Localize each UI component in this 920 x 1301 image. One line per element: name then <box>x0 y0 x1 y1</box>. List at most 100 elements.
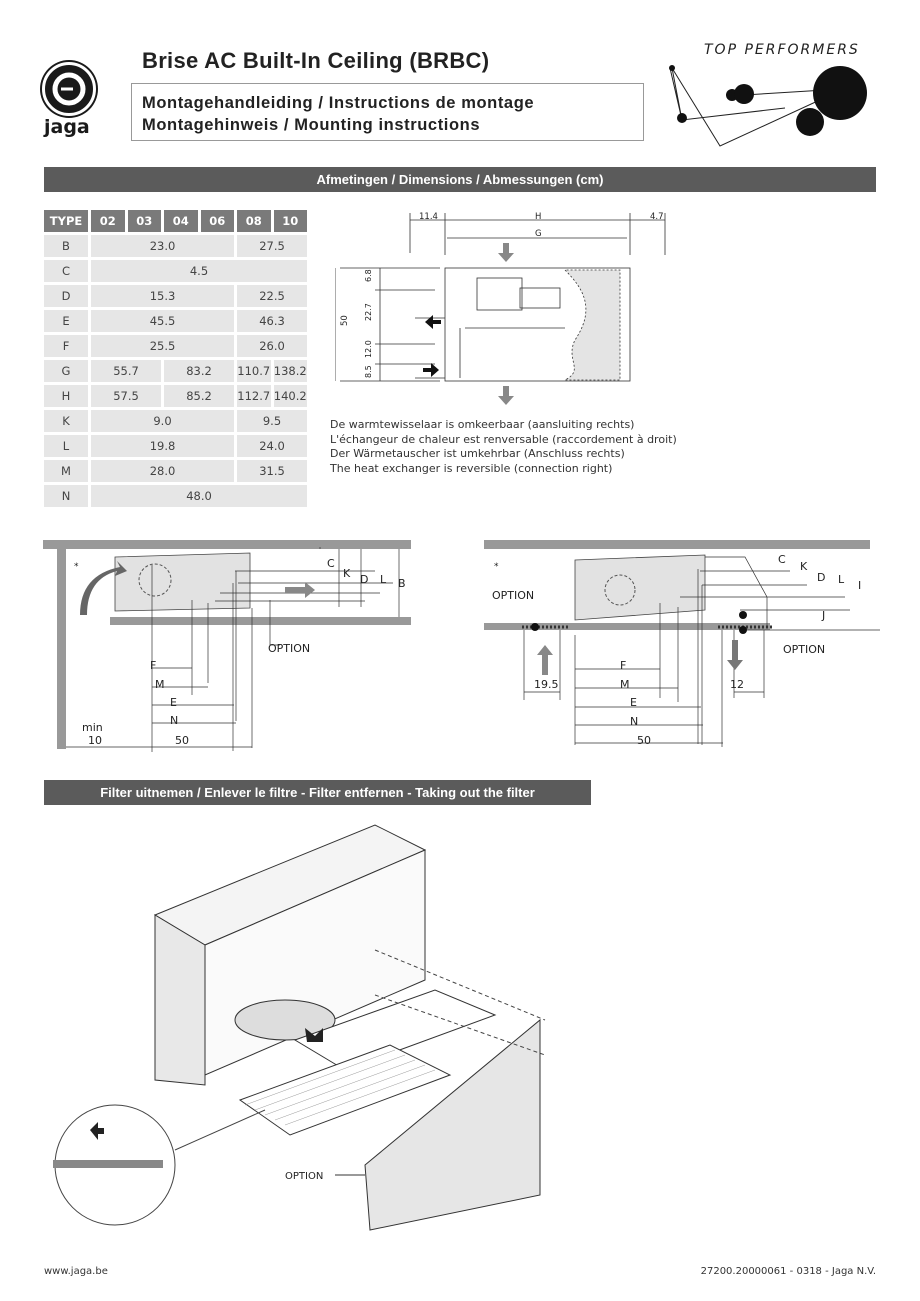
table-cell: 4.5 <box>91 260 307 282</box>
label-12: 12 <box>730 678 744 691</box>
label-n: N <box>630 715 638 728</box>
subtitle-line-1: Montagehandleiding / Instructions de mon… <box>142 94 535 112</box>
dimensions-section-header: Afmetingen / Dimensions / Abmessungen (c… <box>44 167 876 192</box>
label-star: * <box>74 562 79 572</box>
label-f: F <box>620 659 626 672</box>
label-c: C <box>778 553 786 566</box>
dim-22-7: 22.7 <box>364 303 373 321</box>
filter-removal-illustration: OPTION <box>53 824 546 1231</box>
table-cell: 55.7 <box>91 360 161 382</box>
label-k: K <box>800 560 808 573</box>
label-i: I <box>858 579 861 592</box>
label-option: OPTION <box>268 642 310 655</box>
label-m: M <box>155 678 165 691</box>
note-de: Der Wärmetauscher ist umkehrbar (Anschlu… <box>330 447 625 460</box>
table-row-label: H <box>44 385 88 407</box>
label-option-left: OPTION <box>492 589 534 602</box>
table-cell: 9.5 <box>237 410 307 432</box>
label-width-50: 50 <box>637 734 651 747</box>
label-n: N <box>170 714 178 727</box>
reversible-notes: De warmtewisselaar is omkeerbaar (aanslu… <box>330 418 677 476</box>
table-header-col: 08 <box>237 210 271 232</box>
table-row-label: E <box>44 310 88 332</box>
table-header-col: 10 <box>273 210 307 232</box>
label-m: M <box>620 678 630 691</box>
dim-6-8: 6.8 <box>364 269 373 282</box>
dim-50: 50 <box>340 315 350 326</box>
table-header-col: 02 <box>91 210 125 232</box>
logo-text: jaga <box>44 116 90 138</box>
table-cell: 19.8 <box>91 435 234 457</box>
page-title: Brise AC Built-In Ceiling (BRBC) <box>142 48 490 73</box>
table-cell: 46.3 <box>237 310 307 332</box>
table-header-col: 06 <box>200 210 234 232</box>
label-width-50: 50 <box>175 734 189 747</box>
note-fr: L'échangeur de chaleur est renversable (… <box>330 432 677 446</box>
table-row-label: B <box>44 235 88 257</box>
table-header-type: TYPE <box>44 210 88 232</box>
note-en: The heat exchanger is reversible (connec… <box>330 461 613 475</box>
label-l: L <box>838 573 845 586</box>
table-cell: 110.7 <box>237 360 271 382</box>
table-cell: 48.0 <box>91 485 307 507</box>
label-d: D <box>360 573 368 586</box>
label-e: E <box>170 696 177 709</box>
dim-h: H <box>535 212 541 222</box>
table-row-label: L <box>44 435 88 457</box>
note-nl: De warmtewisselaar is omkeerbaar (aanslu… <box>330 418 635 431</box>
label-d: D <box>817 571 825 584</box>
table-cell: 22.5 <box>237 285 307 307</box>
footer-website[interactable]: www.jaga.be <box>44 1266 108 1277</box>
label-j: J <box>821 609 825 622</box>
table-row-label: N <box>44 485 88 507</box>
table-cell: 112.7 <box>237 385 271 407</box>
dim-8-5: 8.5 <box>364 365 373 378</box>
table-cell: 24.0 <box>237 435 307 457</box>
table-row-label: K <box>44 410 88 432</box>
label-19-5: 19.5 <box>534 678 559 691</box>
table-cell: 140.2 <box>273 385 307 407</box>
footer-document-code: 27200.20000061 - 0318 - Jaga N.V. <box>700 1266 876 1277</box>
table-cell: 45.5 <box>91 310 234 332</box>
dim-4-7: 4.7 <box>650 212 664 222</box>
front-view-drawing: 11.4 H 4.7 G 50 6.8 22.7 12.0 8.5 <box>335 212 666 405</box>
table-row-label: M <box>44 460 88 482</box>
table-cell: 26.0 <box>237 335 307 357</box>
label-star: * <box>494 562 499 572</box>
side-view-left: C K D L B OPTION F M E N min 10 50 * <box>43 540 411 752</box>
table-cell: 85.2 <box>164 385 234 407</box>
table-row-label: D <box>44 285 88 307</box>
label-e: E <box>630 696 637 709</box>
label-b: B <box>398 577 406 590</box>
top-performers-badge: TOP PERFORMERS <box>660 38 875 152</box>
subtitle-line-2: Montagehinweis / Mounting instructions <box>142 116 481 134</box>
side-view-right: C K D L I J OPTION OPTION F M E N 19.5 1… <box>484 540 880 747</box>
table-row-label: C <box>44 260 88 282</box>
jaga-logo-icon <box>42 62 96 116</box>
table-cell: 9.0 <box>91 410 234 432</box>
dim-g: G <box>535 229 542 239</box>
label-l: L <box>380 573 387 586</box>
table-cell: 138.2 <box>273 360 307 382</box>
table-row-label: F <box>44 335 88 357</box>
subtitle-box: Montagehandleiding / Instructions de mon… <box>131 83 644 141</box>
label-min: min <box>82 721 103 734</box>
label-k: K <box>343 567 351 580</box>
label-f: F <box>150 659 156 672</box>
filter-option-label: OPTION <box>285 1171 323 1182</box>
table-cell: 31.5 <box>237 460 307 482</box>
table-header-col: 03 <box>127 210 161 232</box>
table-cell: 83.2 <box>164 360 234 382</box>
table-cell: 23.0 <box>91 235 234 257</box>
dim-11-4: 11.4 <box>419 212 438 222</box>
label-option-right: OPTION <box>783 643 825 656</box>
table-row-label: G <box>44 360 88 382</box>
table-cell: 25.5 <box>91 335 234 357</box>
table-header-col: 04 <box>164 210 198 232</box>
badge-text: TOP PERFORMERS <box>704 42 860 58</box>
label-min-value: 10 <box>88 734 102 747</box>
filter-section-header: Filter uitnemen / Enlever le filtre - Fi… <box>44 780 591 805</box>
label-c: C <box>327 557 335 570</box>
dim-12-0: 12.0 <box>364 340 373 358</box>
